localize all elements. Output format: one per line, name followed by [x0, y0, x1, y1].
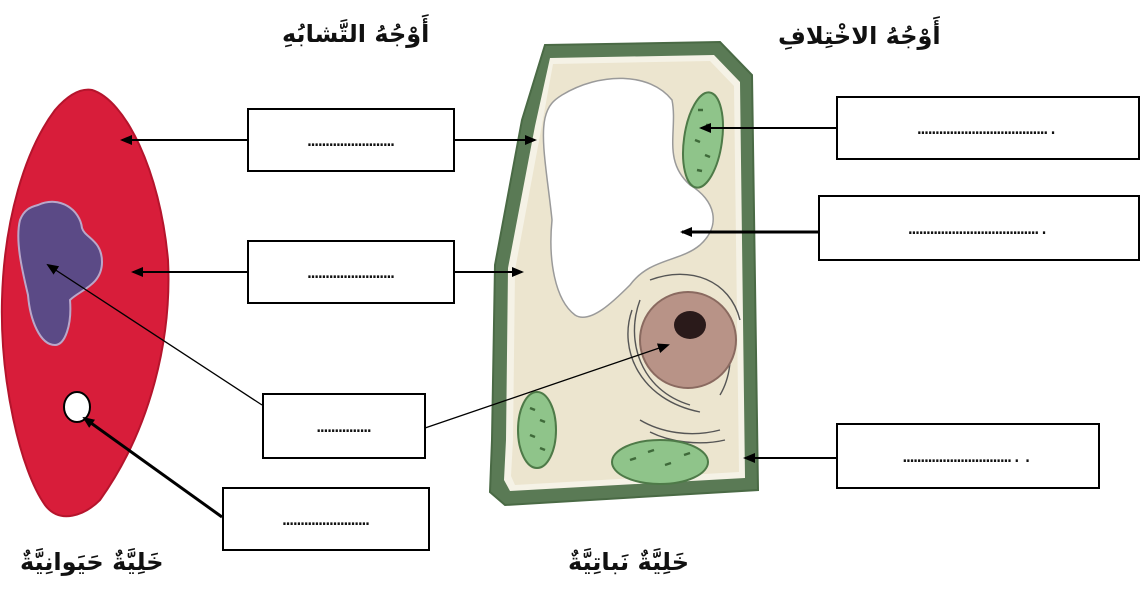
animal-cell — [2, 90, 169, 517]
answer-box-cell-membrane[interactable]: …………………… — [247, 108, 455, 172]
answer-box-chloroplast[interactable]: ………………………………. — [836, 96, 1140, 160]
plant-nucleus — [640, 292, 736, 388]
chloroplast-bottom-right — [612, 440, 708, 484]
answer-box-cell-wall[interactable]: ………………………….. — [836, 423, 1100, 489]
chloroplast-bottom-left — [518, 392, 556, 468]
plant-cell — [490, 42, 758, 505]
answer-box-cytoplasm[interactable]: …………………… — [247, 240, 455, 304]
plant-cell-caption: خَلِيَّةٌ نَباتِيَّةٌ — [568, 548, 689, 576]
answer-box-large-vacuole[interactable]: ………………………………. — [818, 195, 1140, 261]
answer-box-vacuole[interactable]: …………………… — [222, 487, 430, 551]
animal-cell-membrane — [2, 90, 169, 517]
animal-vacuole — [64, 392, 90, 422]
plant-nucleolus — [674, 311, 706, 339]
animal-cell-caption: خَلِيَّةٌ حَيَوانِيَّةٌ — [20, 548, 164, 576]
answer-box-nucleus[interactable]: …………… — [262, 393, 426, 459]
